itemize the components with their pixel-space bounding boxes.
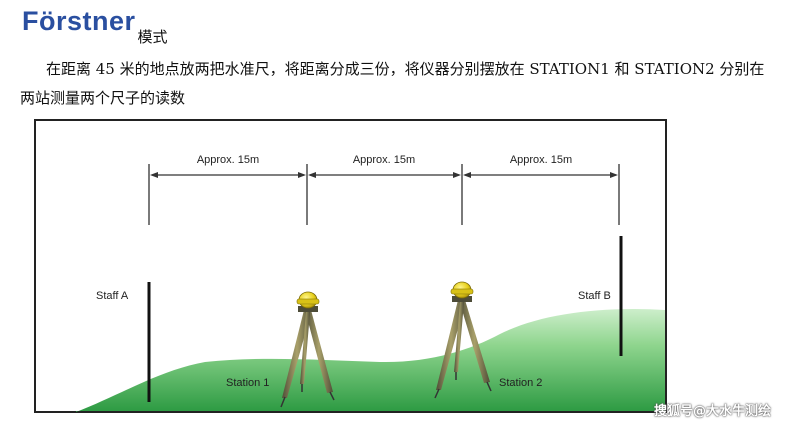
- staff-b-label: Staff B: [578, 290, 611, 302]
- instrument-station-2: [450, 281, 474, 299]
- station-1-label: Station 1: [226, 377, 269, 389]
- mode-label: 模式: [137, 28, 168, 46]
- brand-title: Förstner: [22, 6, 136, 36]
- tripod-station-2: [434, 296, 492, 399]
- dimension-line-2: [308, 172, 461, 178]
- description-text: 在距离 45 米的地点放两把水准尺，将距离分成三份，将仪器分别摆放在 STATI…: [20, 60, 765, 107]
- dimension-line-1: [150, 172, 306, 178]
- segment-label-1: Approx. 15m: [197, 154, 259, 166]
- staff-a-label: Staff A: [96, 290, 129, 302]
- segment-label-2: Approx. 15m: [353, 154, 415, 166]
- ground-terrain: [76, 309, 665, 412]
- heading: Förstner模式: [22, 6, 168, 46]
- instrument-station-1: [296, 291, 320, 309]
- station-2-label: Station 2: [499, 377, 542, 389]
- dimension-line-3: [463, 172, 618, 178]
- watermark-text: 搜狐号@大水牛测绘: [653, 404, 771, 419]
- tripod-station-1: [280, 306, 335, 408]
- segment-label-3: Approx. 15m: [510, 154, 572, 166]
